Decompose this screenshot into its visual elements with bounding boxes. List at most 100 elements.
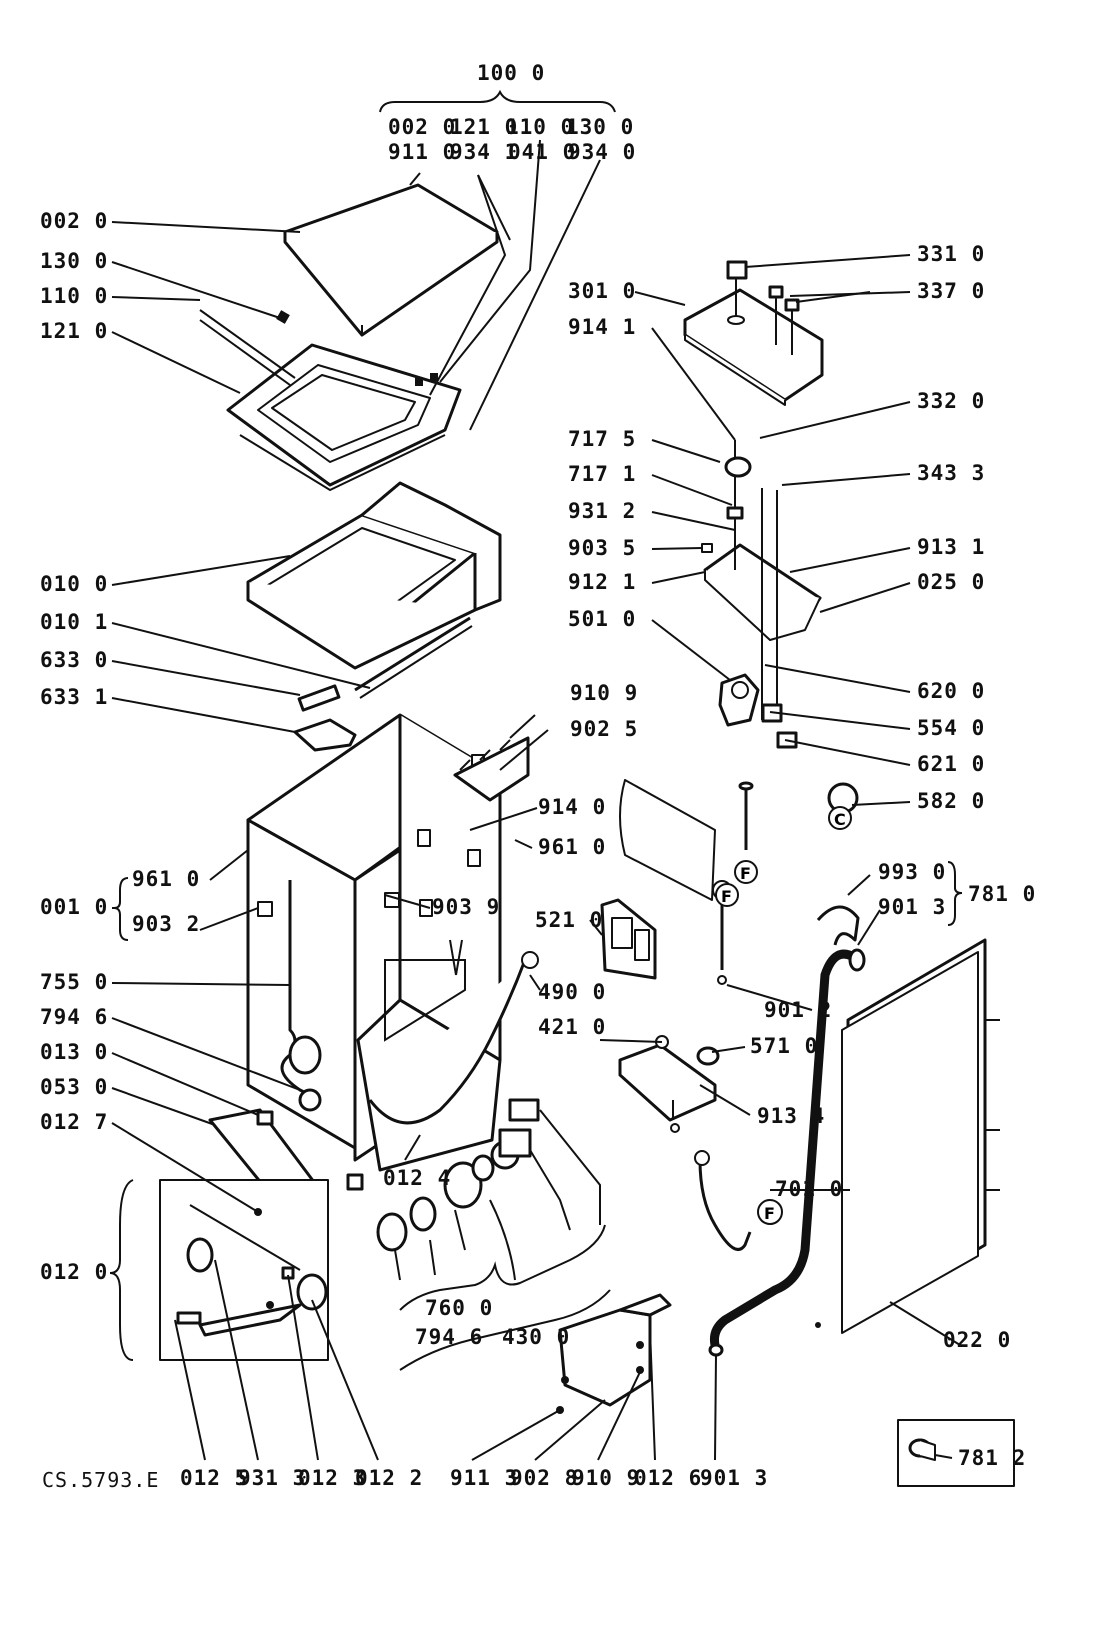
part-label-934-0-top: 934 0 <box>568 140 637 164</box>
part-label-910-9-b: 910 9 <box>572 1466 641 1490</box>
part-label-913-1: 913 1 <box>917 535 986 559</box>
part-label-130-0-top: 130 0 <box>566 115 635 139</box>
part-label-794-6-a: 794 6 <box>40 1005 109 1029</box>
group-brace-012 <box>109 1179 134 1361</box>
inset-box <box>159 1179 329 1361</box>
part-label-012-3: 012 3 <box>298 1466 367 1490</box>
part-label-901-3-b: 901 3 <box>700 1466 769 1490</box>
part-label-301-0: 301 0 <box>568 279 637 303</box>
part-label-961-0-a: 961 0 <box>132 867 201 891</box>
valve-assembly <box>618 1035 720 1133</box>
part-label-501-0: 501 0 <box>568 607 637 631</box>
wiring-harness <box>368 959 527 1125</box>
part-label-554-0: 554 0 <box>917 716 986 740</box>
part-label-100-0: 100 0 <box>477 61 546 85</box>
part-label-012-5: 012 5 <box>180 1466 249 1490</box>
part-label-934-1-top: 934 1 <box>450 140 519 164</box>
part-013 <box>256 1110 274 1126</box>
part-label-633-1: 633 1 <box>40 685 109 709</box>
part-label-421-0: 421 0 <box>538 1015 607 1039</box>
marker-circle-f1 <box>734 860 758 884</box>
part-label-961-0-b: 961 0 <box>538 835 607 859</box>
part-label-521-0: 521 0 <box>535 908 604 932</box>
bracket-430 <box>556 1293 672 1414</box>
part-label-621-0: 621 0 <box>917 752 986 776</box>
part-label-903-2: 903 2 <box>132 912 201 936</box>
part-label-911-0-top: 911 0 <box>388 140 457 164</box>
marker-f3: F <box>764 1204 775 1223</box>
part-label-010-1: 010 1 <box>40 610 109 634</box>
timer-mechanism <box>701 440 859 814</box>
part-label-781-2: 781 2 <box>958 1446 1027 1470</box>
part-label-993-0: 993 0 <box>878 860 947 884</box>
part-label-717-5: 717 5 <box>568 427 637 451</box>
part-label-002-0: 002 0 <box>40 209 109 233</box>
part-label-053-0: 053 0 <box>40 1075 109 1099</box>
part-label-430-0: 430 0 <box>502 1325 571 1349</box>
part-label-781-0: 781 0 <box>968 882 1037 906</box>
rear-bracket <box>453 736 530 802</box>
marker-circle-c <box>828 806 852 830</box>
part-label-914-1: 914 1 <box>568 315 637 339</box>
part-label-620-0: 620 0 <box>917 679 986 703</box>
group-brace-781 <box>947 861 963 926</box>
part-label-130-0: 130 0 <box>40 249 109 273</box>
part-label-012-2: 012 2 <box>355 1466 424 1490</box>
part-label-914-0: 914 0 <box>538 795 607 819</box>
part-label-121-0: 121 0 <box>40 319 109 343</box>
marker-f1: F <box>740 864 751 883</box>
part-label-913-4: 913 4 <box>757 1104 826 1128</box>
part-label-901-3-a: 901 3 <box>878 895 947 919</box>
part-label-110-0-top: 110 0 <box>506 115 575 139</box>
part-label-931-3: 931 3 <box>238 1466 307 1490</box>
marker-f2: F <box>721 887 732 906</box>
part-label-010-0: 010 0 <box>40 572 109 596</box>
marker-circle-f2 <box>715 883 739 907</box>
control-panel <box>683 260 824 406</box>
part-label-582-0: 582 0 <box>917 789 986 813</box>
tub-bar <box>354 616 471 692</box>
part-label-001-0: 001 0 <box>40 895 109 919</box>
service-sheet <box>619 779 716 901</box>
leader-lines <box>111 139 961 1461</box>
group-brace-100 <box>379 89 616 113</box>
part-label-012-7: 012 7 <box>40 1110 109 1134</box>
part-label-013-0: 013 0 <box>40 1040 109 1064</box>
part-label-332-0: 332 0 <box>917 389 986 413</box>
part-label-633-0: 633 0 <box>40 648 109 672</box>
side-panel <box>815 938 1000 1334</box>
hose-701 <box>698 1159 752 1251</box>
part-label-025-0: 025 0 <box>917 570 986 594</box>
marker-c: C <box>834 810 846 829</box>
part-label-110-0: 110 0 <box>40 284 109 308</box>
part-label-002-0-top: 002 0 <box>388 115 457 139</box>
part-label-910-9-a: 910 9 <box>570 681 639 705</box>
part-label-012-0: 012 0 <box>40 1260 109 1284</box>
part-label-343-3: 343 3 <box>917 461 986 485</box>
part-label-911-3: 911 3 <box>450 1466 519 1490</box>
part-633-0 <box>297 684 341 712</box>
inset-parts <box>176 1204 328 1337</box>
part-label-794-6-b: 794 6 <box>415 1325 484 1349</box>
part-label-571-0: 571 0 <box>750 1034 819 1058</box>
part-label-931-2: 931 2 <box>568 499 637 523</box>
part-633-1 <box>293 718 357 752</box>
part-label-121-0-top: 121 0 <box>450 115 519 139</box>
part-label-903-9: 903 9 <box>432 895 501 919</box>
part-label-337-0: 337 0 <box>917 279 986 303</box>
marker-circle-f3 <box>757 1199 783 1225</box>
part-label-022-0: 022 0 <box>943 1328 1012 1352</box>
part-label-041-0-top: 041 0 <box>508 140 577 164</box>
part-label-901-2: 901 2 <box>764 998 833 1022</box>
part-label-701-0: 701 0 <box>775 1177 844 1201</box>
part-label-490-0: 490 0 <box>538 980 607 1004</box>
part-label-012-4: 012 4 <box>383 1166 452 1190</box>
diagram-code: CS.5793.E <box>42 1468 160 1492</box>
top-frame <box>199 309 462 492</box>
part-label-755-0: 755 0 <box>40 970 109 994</box>
pump-parts <box>376 1098 611 1371</box>
part-label-331-0: 331 0 <box>917 242 986 266</box>
part-label-903-5: 903 5 <box>568 536 637 560</box>
group-brace-001 <box>113 877 129 941</box>
